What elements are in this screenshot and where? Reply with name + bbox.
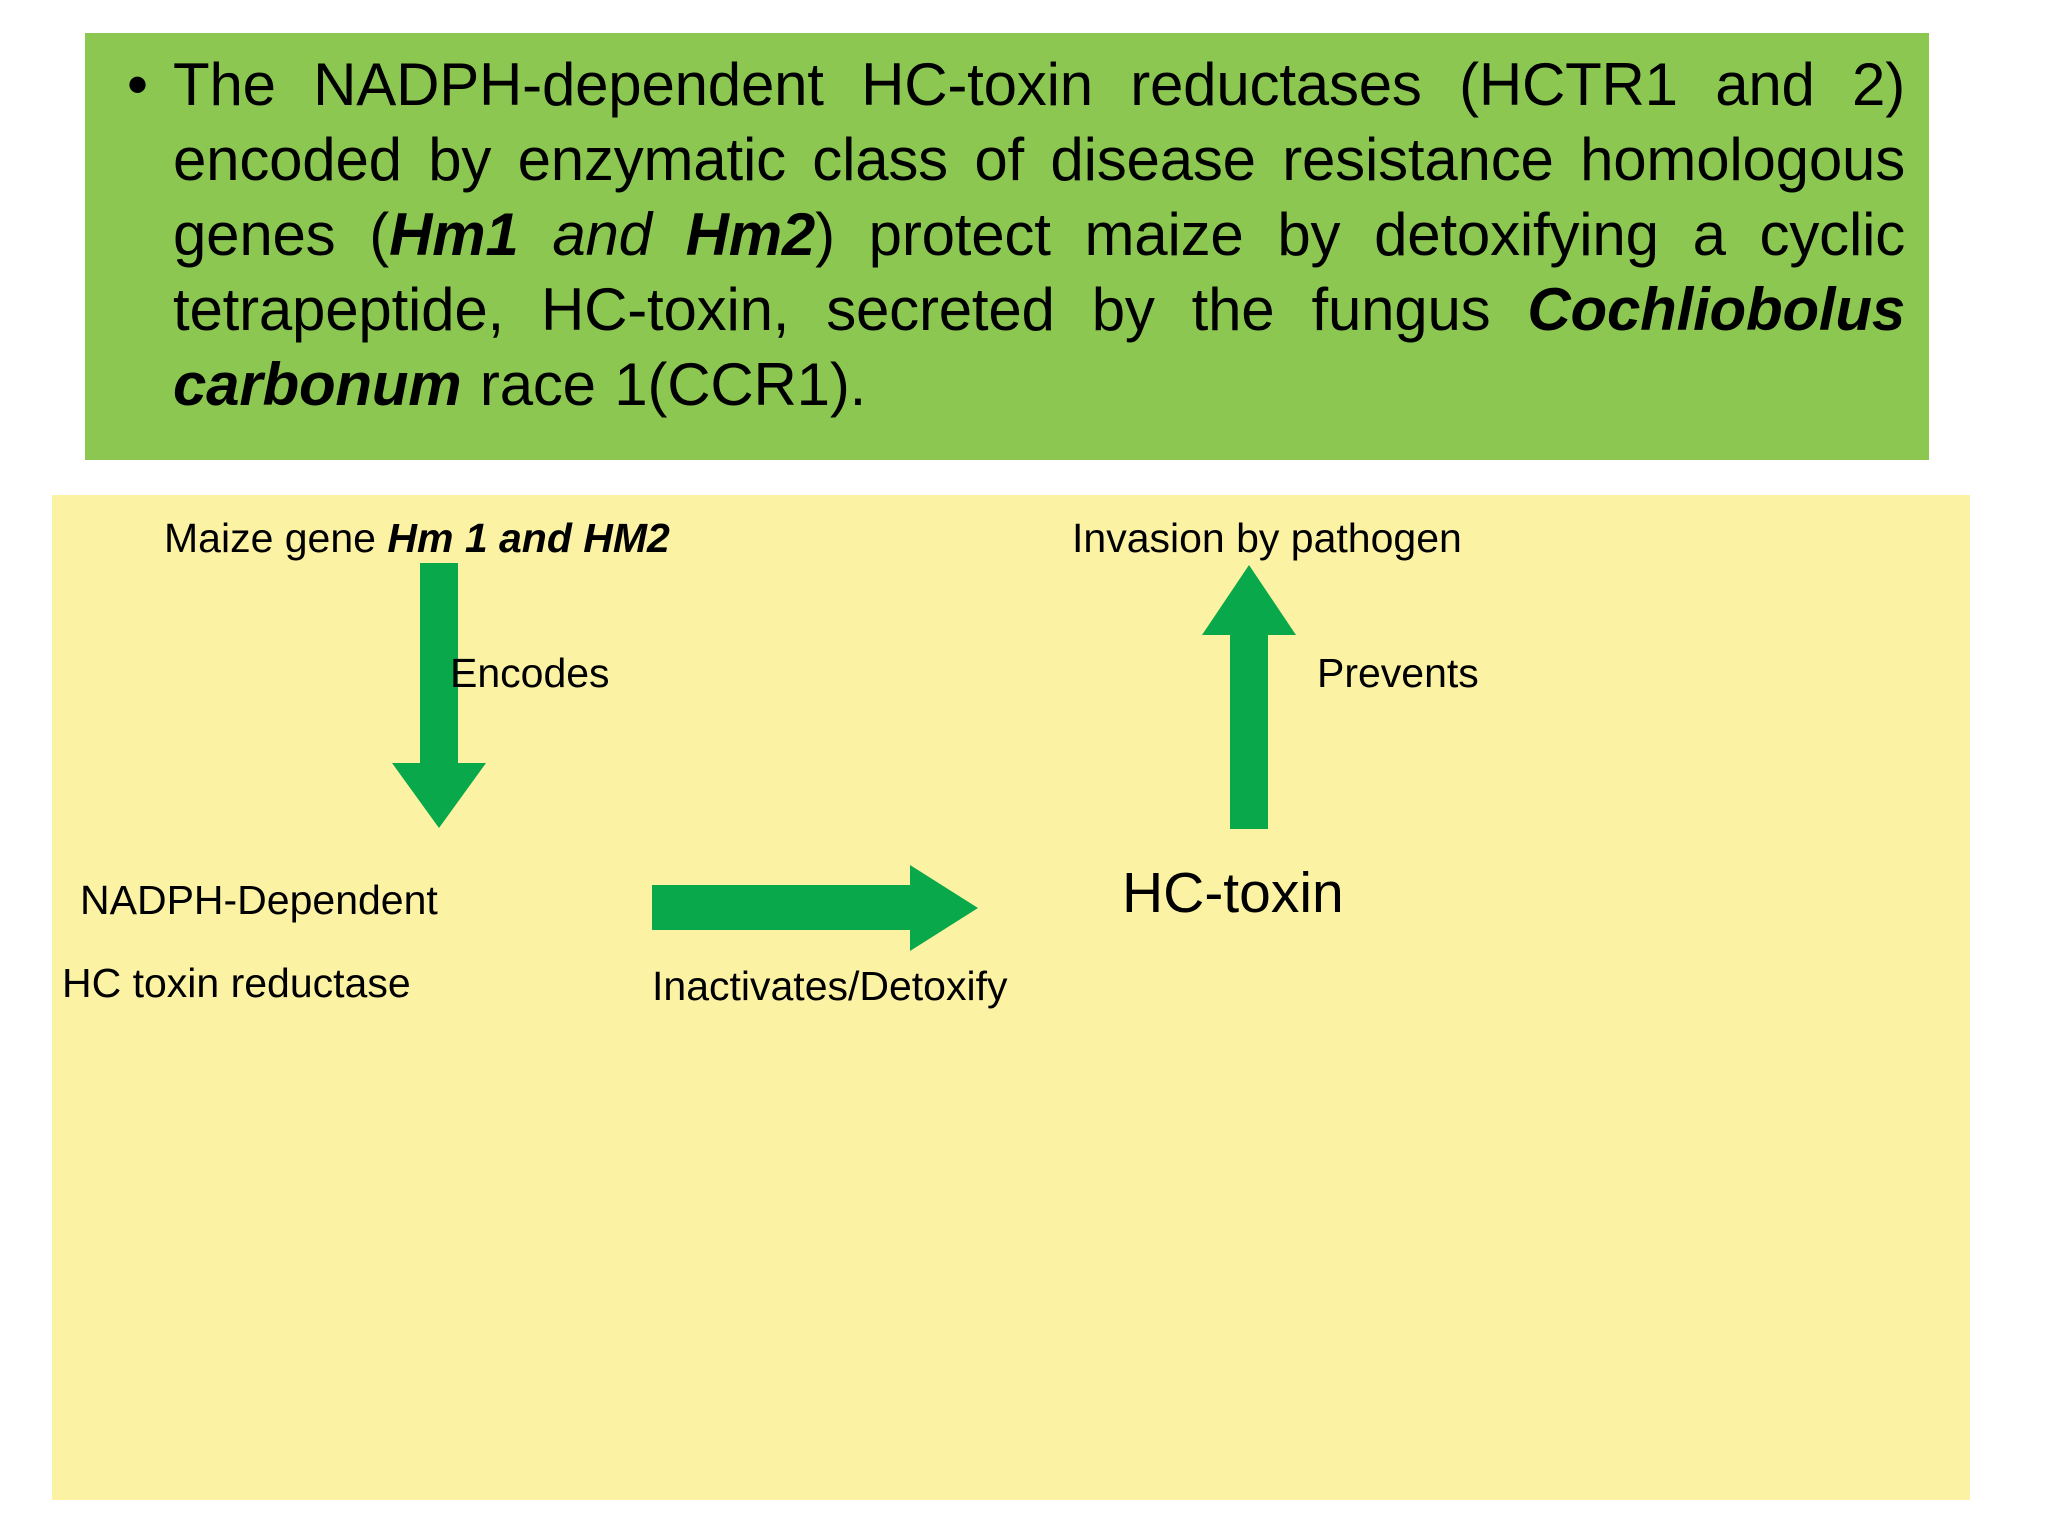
statement-text-part-1: The NADPH-dependent HC-toxin reductases …	[173, 51, 1905, 268]
diagram-panel: Maize gene Hm 1 and HM2 Invasion by path…	[52, 495, 1970, 1500]
gene-name-hm1: Hm1	[389, 201, 519, 268]
label-prevents: Prevents	[1317, 650, 1479, 696]
gene-name-hm2: Hm2	[685, 201, 816, 268]
label-nadph-dependent: NADPH-Dependent	[80, 877, 438, 923]
label-invasion-by-pathogen: Invasion by pathogen	[1072, 515, 1462, 561]
label-maize-gene-name: Hm 1 and HM2	[387, 515, 670, 561]
label-inactivates-detoxify: Inactivates/Detoxify	[652, 963, 1008, 1009]
bullet-glyph: •	[127, 51, 148, 118]
label-hc-toxin: HC-toxin	[1122, 861, 1344, 925]
statement-text-part-2: ) protect maize by detoxifying a cyclic …	[173, 201, 1906, 343]
statement-box: • The NADPH-dependent HC-toxin reductases…	[85, 33, 1929, 460]
statement-bullet-list: • The NADPH-dependent HC-toxin reductases…	[109, 47, 1905, 422]
label-maize-gene: Maize gene Hm 1 and HM2	[164, 515, 670, 562]
label-hc-toxin-reductase: HC toxin reductase	[62, 960, 411, 1006]
statement-text-part-3: race 1(CCR1).	[461, 351, 867, 418]
inactivates-arrow-right-icon	[652, 865, 978, 951]
statement-bullet-item: • The NADPH-dependent HC-toxin reductases…	[109, 47, 1905, 422]
statement-conjunction: and	[518, 201, 686, 268]
prevents-arrow-up-icon	[1202, 565, 1296, 829]
label-maize-gene-prefix: Maize gene	[164, 515, 388, 561]
label-encodes: Encodes	[450, 650, 610, 696]
fungus-name: Cochliobolus carbonum	[173, 276, 1905, 418]
encodes-arrow-down-icon	[392, 563, 486, 828]
